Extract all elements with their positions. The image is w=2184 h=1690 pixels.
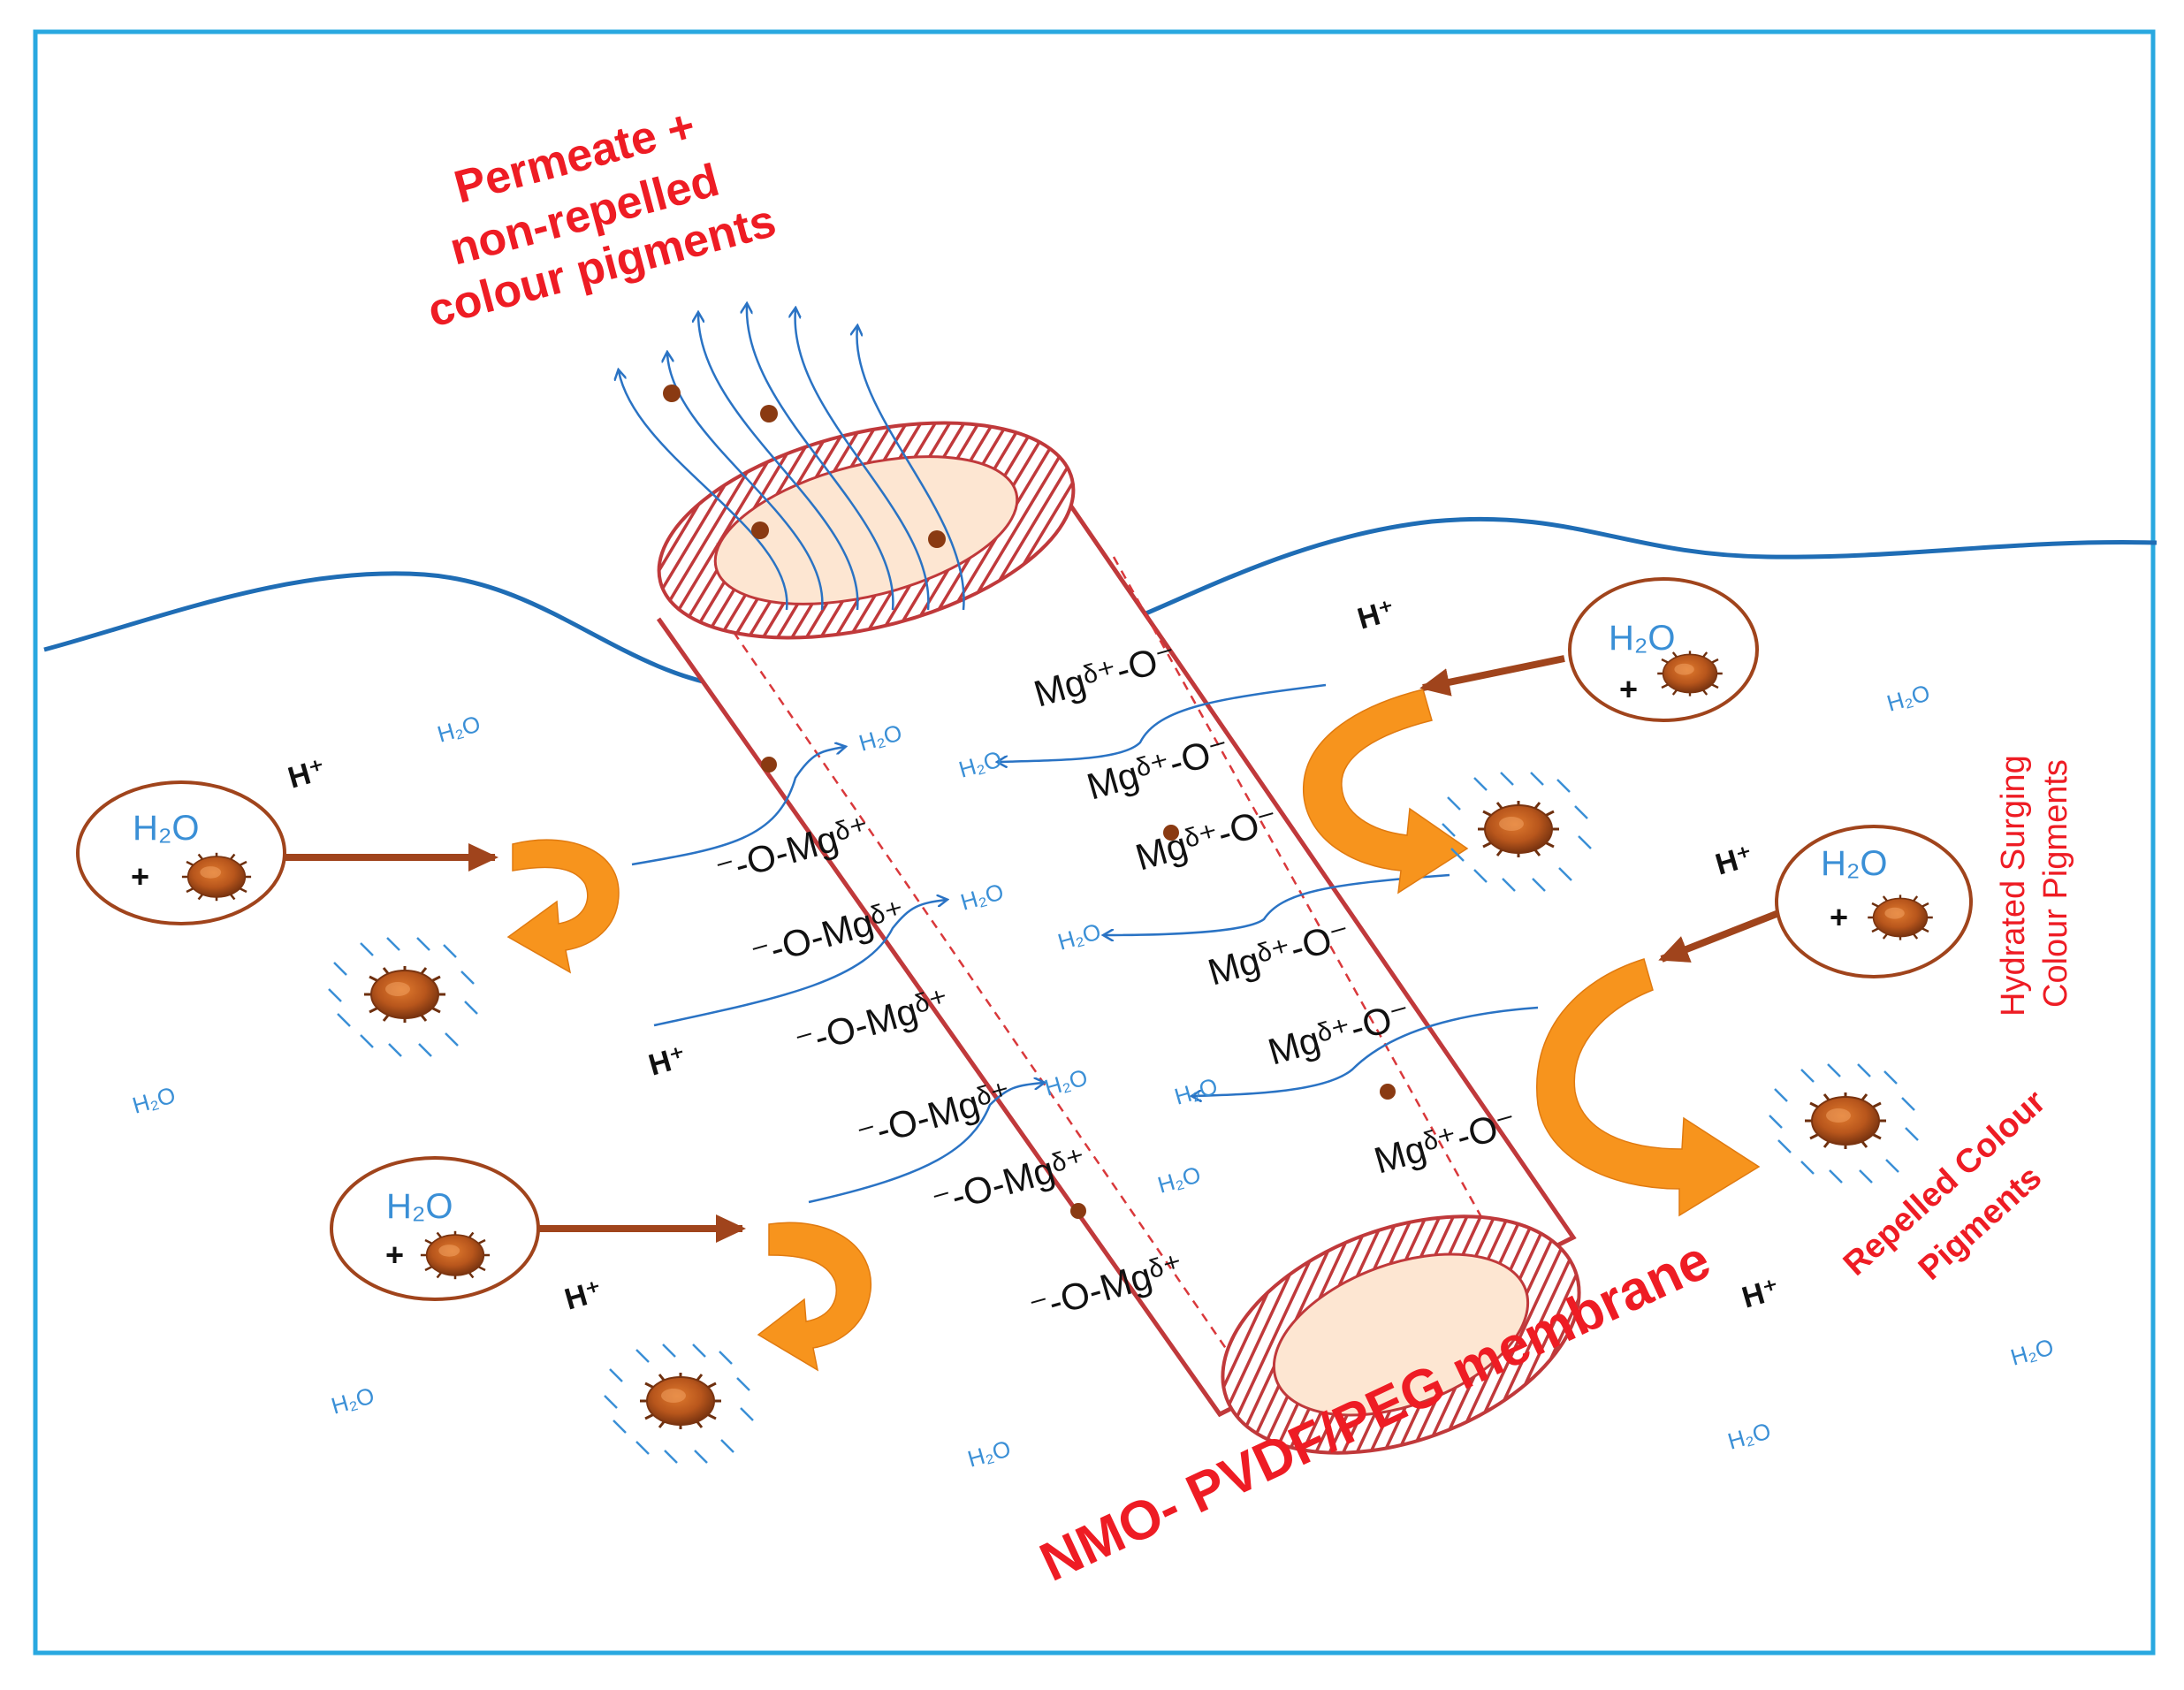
hydrated-pigment-right-upper: H₂O +	[1568, 577, 1759, 722]
svg-text:H⁺: H⁺	[1739, 1272, 1784, 1314]
svg-text:Colour Pigments: Colour Pigments	[2037, 759, 2074, 1008]
membrane-tube	[656, 421, 1581, 1455]
brown-flow-arrows	[272, 655, 1787, 1243]
svg-text:+: +	[385, 1237, 404, 1273]
water-flow-arrows	[631, 683, 1539, 1204]
svg-text:⁻-O-Mgᵟ⁺: ⁻-O-Mgᵟ⁺	[747, 892, 910, 976]
svg-text:H₂O: H₂O	[434, 710, 483, 747]
svg-text:H⁺: H⁺	[645, 1039, 690, 1082]
svg-text:Hydrated Surging: Hydrated Surging	[1995, 755, 2032, 1016]
svg-text:H₂O: H₂O	[964, 1435, 1013, 1472]
svg-text:H₂O: H₂O	[1609, 619, 1676, 658]
svg-text:H₂O: H₂O	[328, 1382, 377, 1419]
svg-text:H₂O: H₂O	[133, 809, 200, 848]
permeate-particles	[663, 384, 1396, 1219]
svg-text:H⁺: H⁺	[1712, 839, 1757, 881]
hydrated-pigment-right-lower: H₂O +	[1775, 825, 1973, 978]
svg-text:+: +	[131, 858, 149, 894]
svg-text:+: +	[1830, 899, 1848, 935]
svg-text:+: +	[1619, 671, 1638, 707]
svg-text:H₂O: H₂O	[386, 1187, 453, 1226]
hydrated-pigments-label: Hydrated Surging Colour Pigments	[1995, 755, 2074, 1016]
svg-text:H⁺: H⁺	[285, 752, 330, 795]
svg-text:H₂O: H₂O	[1821, 844, 1888, 883]
svg-text:H⁺: H⁺	[561, 1274, 606, 1316]
svg-text:H₂O: H₂O	[1724, 1417, 1773, 1454]
diagram-frame	[33, 29, 2156, 1656]
permeate-flow-lines	[619, 305, 965, 611]
svg-text:⁻-O-Mgᵟ⁺: ⁻-O-Mgᵟ⁺	[853, 1073, 1016, 1157]
svg-text:H⁺: H⁺	[1354, 593, 1399, 636]
svg-text:H₂O: H₂O	[1883, 679, 1932, 716]
svg-text:H₂O: H₂O	[2007, 1333, 2056, 1370]
hydrated-pigment-left-upper: H₂O +	[76, 780, 286, 925]
hydrated-pigment-left-lower: H₂O +	[330, 1156, 540, 1301]
svg-text:H₂O: H₂O	[129, 1081, 178, 1118]
permeate-label: Permeate + non-repelled colour pigments	[422, 100, 781, 337]
curved-repel-arrow-icon	[506, 689, 1761, 1372]
svg-text:⁻-O-Mgᵟ⁺: ⁻-O-Mgᵟ⁺	[791, 980, 955, 1064]
